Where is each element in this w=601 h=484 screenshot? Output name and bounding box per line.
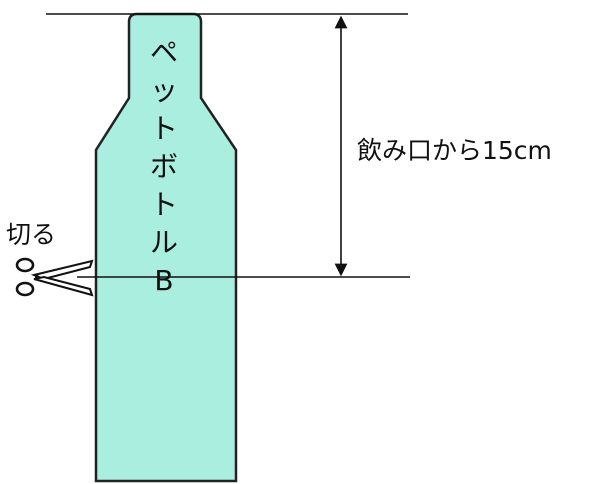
bottle-label: ペ ッ ト ボ ト ル B bbox=[138, 34, 190, 300]
bottle-label-char: ル bbox=[149, 226, 178, 259]
bottle-label-char: ト bbox=[149, 188, 178, 221]
measurement-label: 飲み口から15cm bbox=[357, 136, 552, 165]
cut-label: 切る bbox=[6, 220, 57, 249]
bottle-label-char: ペ bbox=[149, 36, 178, 69]
bottle-label-char: ボ bbox=[149, 150, 178, 183]
bottle-label-char: ト bbox=[149, 112, 178, 145]
bottle-label-char: ッ bbox=[149, 74, 178, 107]
bottle-shape bbox=[94, 12, 238, 483]
bottle-label-char: B bbox=[154, 264, 174, 297]
scissors-icon bbox=[15, 257, 94, 297]
